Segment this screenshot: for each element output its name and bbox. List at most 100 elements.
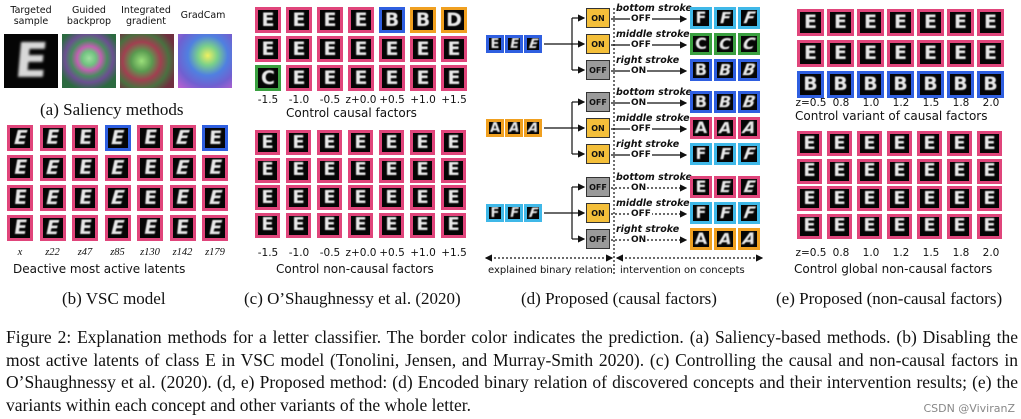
intervention-output-tile: F xyxy=(738,202,760,224)
prop-variant-tile: E xyxy=(797,9,824,36)
osh-causal-tile: D xyxy=(441,7,467,33)
prop-variant-tile: B xyxy=(797,71,824,98)
concept-switch: ON xyxy=(586,203,610,223)
stroke-label: right stroke xyxy=(616,139,680,150)
stroke-label: bottom stroke xyxy=(616,3,692,14)
intervention-output-tile: A xyxy=(738,228,760,250)
concept-switch: OFF xyxy=(586,177,610,197)
vsc-tile: E xyxy=(169,215,196,241)
tile-letter: E xyxy=(323,186,336,208)
tile-letter: E xyxy=(924,11,937,33)
osh-causal-tile: E xyxy=(379,36,405,62)
intervention-output-tile: F xyxy=(714,202,736,224)
concept-switch: ON xyxy=(586,118,610,138)
switch-state: OFF xyxy=(589,97,607,107)
tile-letter: E xyxy=(385,214,398,235)
tile-letter: E xyxy=(695,177,707,196)
osh-causal-tile: E xyxy=(286,65,312,91)
prop-variant-tile: E xyxy=(827,9,854,36)
prop-top-tick-label: 1.2 xyxy=(892,97,910,109)
prop-variant-tile: E xyxy=(917,9,944,36)
osh-noncausal-tile: E xyxy=(441,185,466,210)
tile-letter: E xyxy=(416,37,430,60)
vsc-tile: E xyxy=(104,215,131,241)
prop-global-tile: E xyxy=(977,213,1002,239)
tile-letter: F xyxy=(717,144,733,163)
tile-letter: C xyxy=(695,34,707,53)
tile-letter: B xyxy=(863,73,878,95)
panel-e-bottom-title: Control global non-causal factors xyxy=(794,262,993,276)
tile-letter: B xyxy=(893,73,908,95)
osh-bottom-tick-label: -1.5 xyxy=(257,247,279,259)
osh-noncausal-tile: E xyxy=(348,157,373,183)
prop-bottom-tick-label: z=0.5 xyxy=(795,247,827,259)
tile-letter: E xyxy=(292,131,305,153)
prop-variant-tile: B xyxy=(977,71,1004,98)
osh-noncausal-tile: E xyxy=(255,212,280,238)
intervention-output-tile: B xyxy=(690,91,712,113)
prop-global-tile: E xyxy=(857,131,882,156)
tile-letter: E xyxy=(740,177,759,196)
intervention-output-tile: F xyxy=(690,143,712,165)
prop-variant-tile: E xyxy=(917,40,944,67)
tile-letter: E xyxy=(984,42,997,64)
switch-state: ON xyxy=(591,39,605,49)
tile-letter: E xyxy=(526,36,540,52)
tile-letter: B xyxy=(716,60,734,79)
osh-noncausal-tile: E xyxy=(441,157,466,183)
tile-letter: E xyxy=(447,66,461,89)
switch-state: ON xyxy=(591,208,605,218)
panel-a-caption: (a) Saliency methods xyxy=(40,100,184,119)
osh-causal-tile: E xyxy=(255,7,281,33)
vsc-tile: E xyxy=(137,155,163,181)
tile-letter: E xyxy=(894,11,907,33)
gradcam-heatmap xyxy=(178,34,232,88)
osh-noncausal-tile: E xyxy=(255,157,280,183)
prop-global-tile: E xyxy=(827,186,852,211)
prop-top-tick-label: 1.5 xyxy=(922,97,940,109)
prop-global-tile: E xyxy=(887,213,912,239)
tile-letter: E xyxy=(833,187,846,209)
osh-top-tick-label: +1.5 xyxy=(441,94,467,106)
stroke-label: middle stroke xyxy=(616,198,690,209)
prop-top-tick-label: 0.8 xyxy=(832,97,850,109)
prop-global-tile: E xyxy=(917,213,942,239)
concept-input-tile: A xyxy=(505,119,523,137)
tile-letter: C xyxy=(717,34,734,53)
prop-variant-tile: E xyxy=(947,40,974,67)
tile-letter: E xyxy=(923,132,936,154)
osh-noncausal-tile: E xyxy=(410,130,435,155)
stroke-label: right stroke xyxy=(616,55,680,66)
vsc-tile: E xyxy=(39,185,66,211)
osh-noncausal-tile: E xyxy=(441,212,466,238)
tile-letter: E xyxy=(447,214,460,235)
tile-letter: E xyxy=(983,160,996,181)
osh-causal-tile: E xyxy=(348,65,374,91)
tile-letter: F xyxy=(740,144,759,163)
tile-letter: E xyxy=(894,42,907,64)
osh-noncausal-tile: E xyxy=(379,130,404,155)
prop-variant-tile: E xyxy=(797,40,824,67)
prop-global-tile: E xyxy=(797,213,822,239)
tile-letter: E xyxy=(804,11,817,33)
tile-letter: E xyxy=(953,215,966,236)
prop-variant-tile: B xyxy=(857,71,884,98)
tile-letter: A xyxy=(739,118,759,137)
tile-letter: F xyxy=(717,8,733,27)
osh-noncausal-tile: E xyxy=(255,185,280,210)
vsc-tile: E xyxy=(7,215,33,241)
prop-global-tile: E xyxy=(947,213,972,239)
intervention-output-tile: A xyxy=(690,228,712,250)
tile-letter: E xyxy=(953,187,966,209)
osh-noncausal-tile: E xyxy=(410,157,435,183)
intervention-state: OFF xyxy=(630,14,652,24)
tile-letter: B xyxy=(803,73,818,95)
intervention-state: ON xyxy=(630,235,648,245)
switch-state: ON xyxy=(591,149,605,159)
intervention-state: OFF xyxy=(630,124,652,134)
tile-letter: E xyxy=(261,159,274,180)
vsc-tile: E xyxy=(7,125,33,151)
vsc-tile: E xyxy=(72,155,98,181)
stroke-label: middle stroke xyxy=(616,113,690,124)
prop-variant-tile: E xyxy=(887,40,914,67)
